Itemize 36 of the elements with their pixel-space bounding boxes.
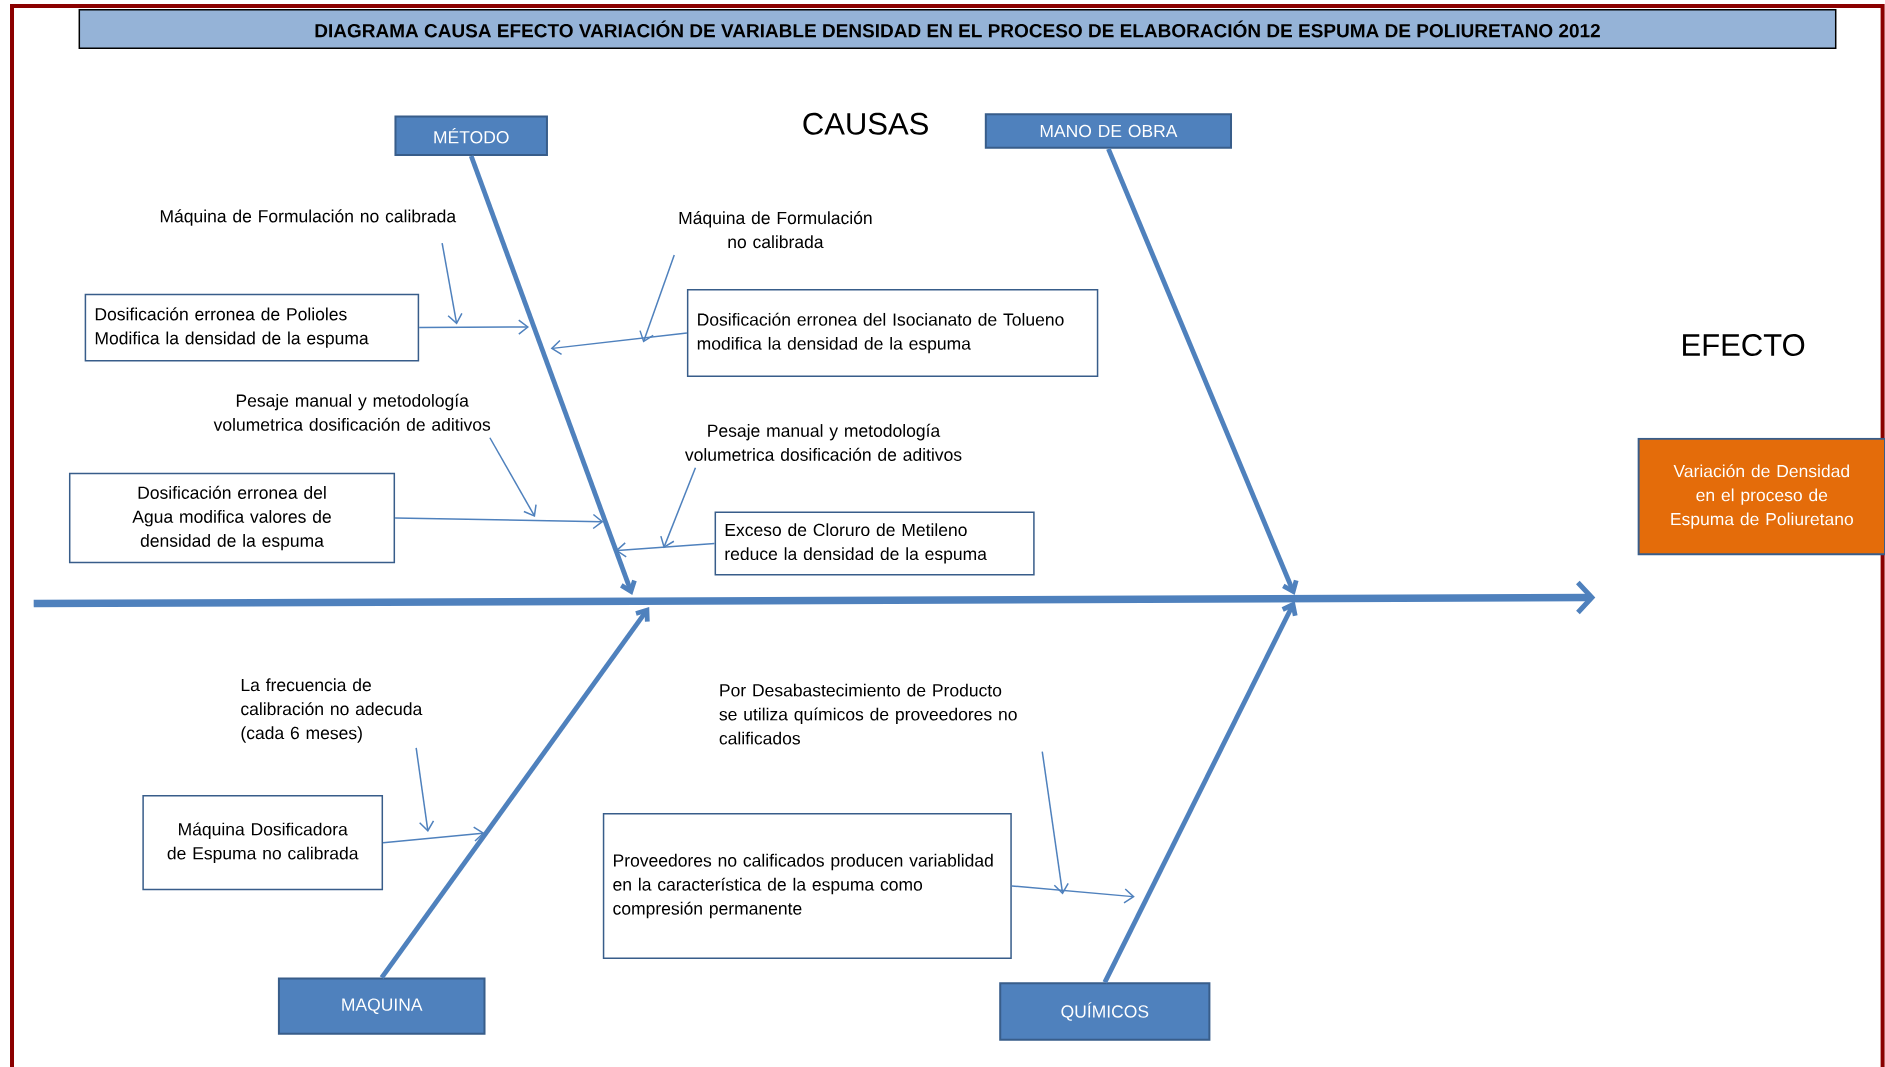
- arrow: [1011, 885, 1135, 904]
- arrow: [489, 437, 537, 517]
- title-bar: DIAGRAMA CAUSA EFECTO VARIACIÓN DE VARIABLE DENSIDAD EN EL PROCESO DE ELABORACIÓN DE ESPUMA DE POLIURETANO 2012: [78, 8, 1837, 49]
- cause-box: Exceso de Cloruro de Metileno reduce la densidad de la espuma: [714, 511, 1035, 576]
- arrow: [615, 542, 716, 558]
- arrow: [418, 319, 529, 335]
- arrow: [660, 467, 697, 549]
- bone-arrow: [1106, 147, 1299, 596]
- bone-arrow: [379, 607, 650, 979]
- section-heading: EFECTO: [1683, 334, 1805, 356]
- cause-box: Dosificación erronea de Polioles Modifica la densidad de la espuma: [84, 293, 420, 362]
- cause-note: Máquina de Formulación no calibrada: [679, 211, 872, 249]
- section-heading: CAUSAS: [803, 112, 928, 135]
- cause-box: Dosificación erronea del Agua modifica valores de densidad de la espuma: [68, 472, 396, 564]
- category-box: MANO DE OBRA: [984, 113, 1232, 149]
- cause-note: Máquina de Formulación no calibrada: [160, 209, 457, 226]
- arrow: [550, 332, 688, 356]
- cause-box: Proveedores no calificados producen variablidad en la característica de la espuma como compresión permanente: [602, 813, 1012, 959]
- arrow: [1041, 750, 1069, 895]
- category-box: MAQUINA: [277, 977, 486, 1035]
- cause-box: Máquina Dosificadora de Espuma no calibrada: [142, 795, 384, 891]
- arrow: [382, 826, 485, 844]
- bone-arrow: [1102, 601, 1298, 984]
- cause-note: La frecuencia de calibración no adecuda (cada 6 meses): [241, 678, 423, 743]
- arrow: [394, 513, 604, 530]
- arrow: [415, 747, 435, 832]
- cause-note: Pesaje manual y metodología volumetrica dosificación de aditivos: [213, 393, 491, 431]
- cause-note: Por Desabastecimiento de Producto se utiliza químicos de proveedores no calificados: [719, 683, 1017, 745]
- arrow: [639, 254, 675, 343]
- cause-box: Dosificación erronea del Isocianato de Tolueno modifica la densidad de la espuma: [686, 288, 1099, 378]
- arrow: [441, 242, 463, 325]
- cause-note: Pesaje manual y metodología volumetrica dosificación de aditivos: [684, 423, 962, 461]
- category-box: MÉTODO: [394, 115, 548, 157]
- effect-box: Variación de Densidad en el proceso de Espuma de Poliuretano: [1637, 437, 1885, 556]
- bone-arrow: [468, 155, 637, 596]
- category-box: QUÍMICOS: [999, 982, 1211, 1041]
